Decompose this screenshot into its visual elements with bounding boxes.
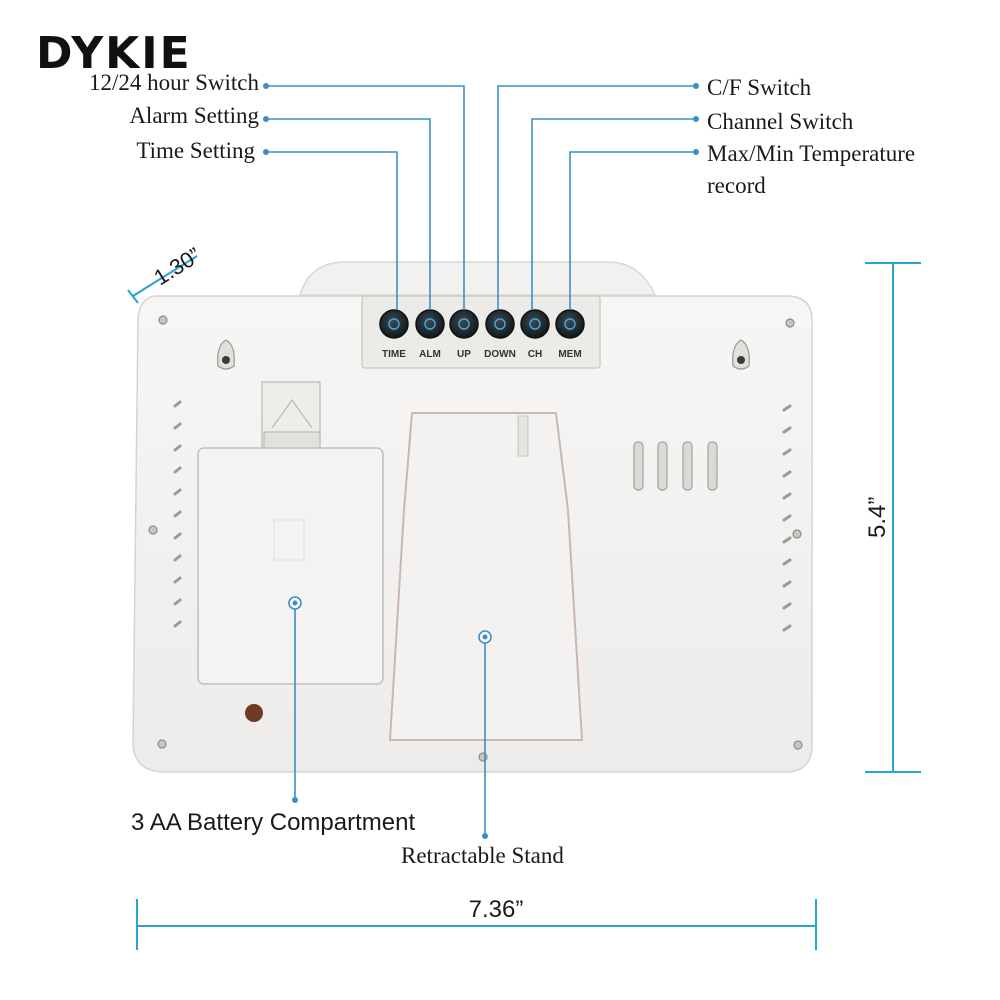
ch-button[interactable]: CH	[520, 309, 550, 360]
callout-hour-switch: 12/24 hour Switch	[89, 70, 259, 95]
right-vents	[782, 404, 792, 632]
button-dot-icon	[379, 309, 409, 339]
button-ring	[494, 318, 506, 330]
button-ring	[458, 318, 470, 330]
button-ring	[564, 318, 576, 330]
reset-hole	[245, 704, 263, 722]
left-vents	[173, 400, 182, 628]
leader-lines	[263, 83, 699, 839]
button-label: DOWN	[484, 349, 516, 360]
speaker-slots	[633, 441, 718, 491]
battery-compartment	[197, 381, 384, 722]
callout-cf-switch: C/F Switch	[707, 75, 812, 100]
height-label: 5.4”	[864, 497, 891, 538]
height-dimension: 5.4”	[864, 262, 921, 773]
callout-maxmin-line2: record	[707, 173, 766, 198]
button-label: TIME	[382, 349, 406, 360]
depth-label: 1.30”	[149, 242, 205, 290]
callout-channel-switch: Channel Switch	[707, 109, 854, 134]
callout-alarm-setting: Alarm Setting	[129, 103, 259, 128]
width-dimension: 7.36”	[136, 896, 817, 950]
brand-logo: DYKIE	[36, 28, 192, 79]
width-label: 7.36”	[469, 896, 524, 923]
callout-stand: Retractable Stand	[401, 843, 564, 868]
button-dot-icon	[415, 309, 445, 339]
button-label: UP	[457, 349, 471, 360]
button-ring	[388, 318, 400, 330]
button-dot-icon	[449, 309, 479, 339]
callout-battery: 3 AA Battery Compartment	[131, 809, 415, 836]
button-dot-icon	[555, 309, 585, 339]
screws	[148, 315, 803, 762]
button-dot-icon	[520, 309, 550, 339]
wall-hanger-right	[732, 339, 750, 370]
callout-time-setting: Time Setting	[136, 138, 255, 163]
device-top-tab	[298, 261, 657, 296]
depth-dimension: 1.30”	[127, 242, 205, 304]
mem-button[interactable]: MEM	[555, 309, 585, 360]
button-label: ALM	[419, 349, 441, 360]
button-label: CH	[528, 349, 542, 360]
down-button[interactable]: DOWN	[484, 309, 516, 360]
button-ring	[529, 318, 541, 330]
retractable-stand	[388, 412, 584, 741]
up-button[interactable]: UP	[449, 309, 479, 360]
time-button[interactable]: TIME	[379, 309, 409, 360]
wall-hanger-left	[217, 339, 235, 370]
button-row: TIME ALM UP DOWN CH	[379, 309, 585, 360]
alm-button[interactable]: ALM	[415, 309, 445, 360]
button-dot-icon	[485, 309, 515, 339]
device-back: TIME ALM UP DOWN CH	[132, 261, 813, 773]
callout-maxmin-line1: Max/Min Temperature	[707, 141, 915, 166]
button-ring	[424, 318, 436, 330]
button-label: MEM	[558, 349, 581, 360]
